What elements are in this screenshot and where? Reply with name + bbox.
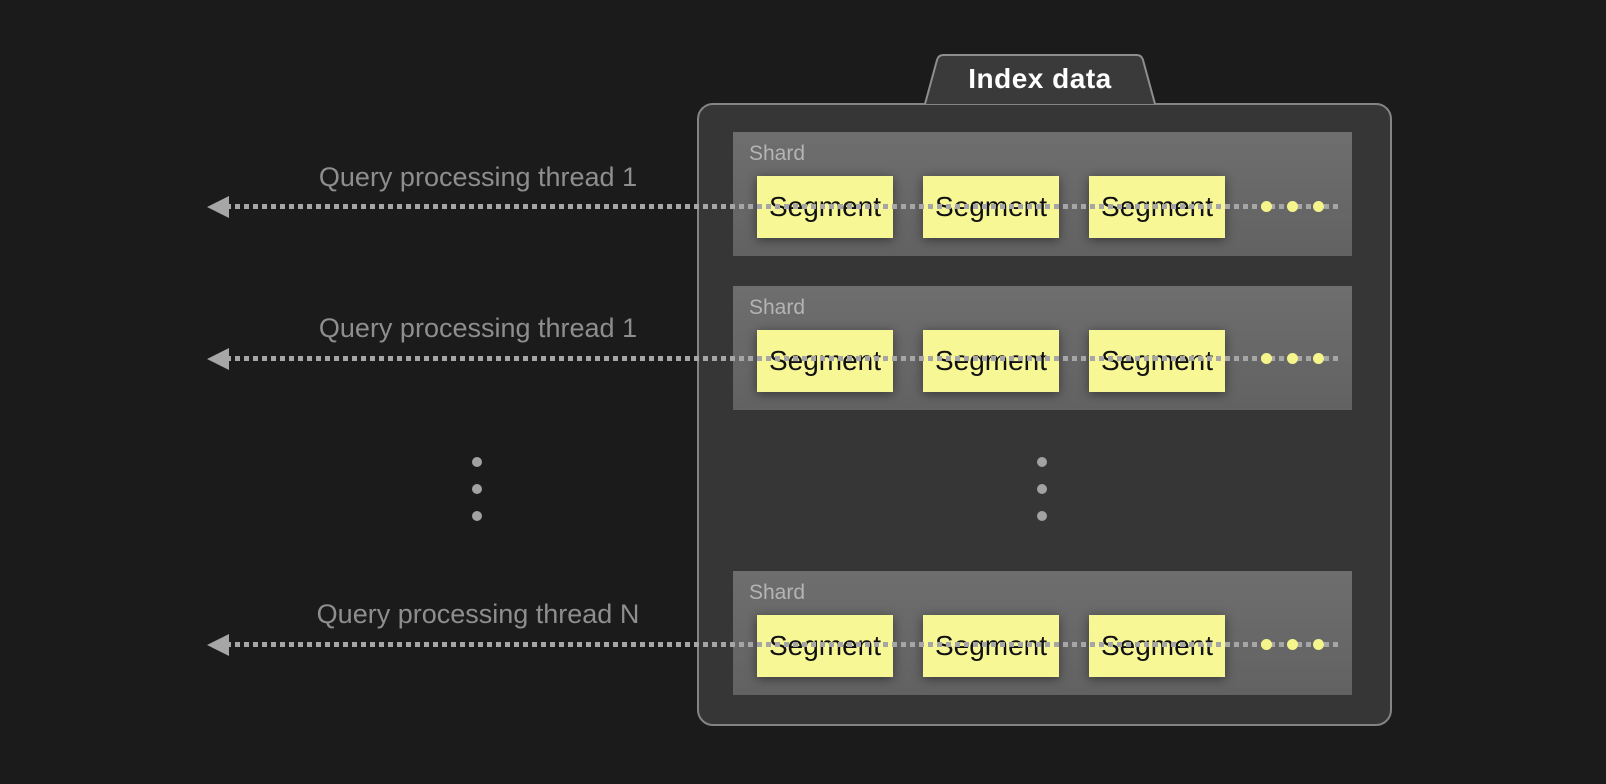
left-arrowhead-icon [207,348,229,370]
segment-box: Segment [923,330,1059,392]
query-thread-label-3: Query processing thread N [316,599,640,629]
left-arrowhead-icon [207,196,229,218]
left-arrowhead-icon [207,634,229,656]
segment-box: Segment [1089,330,1225,392]
segment-box: Segment [757,330,893,392]
shard-label: Shard [749,296,806,319]
more-segments-ellipsis-icon [1261,353,1324,364]
more-segments-ellipsis-icon [1261,201,1324,212]
shard-row-2: Shard Segment Segment Segment [733,286,1352,410]
index-data-title: Index data [968,63,1112,94]
shard-label: Shard [749,581,806,604]
shard-row-3: Shard Segment Segment Segment [733,571,1352,695]
more-shards-ellipsis-icon [1037,457,1047,521]
query-thread-arrow-line-3 [226,642,1342,647]
shard-row-1: Shard Segment Segment Segment [733,132,1352,256]
more-segments-ellipsis-icon [1261,639,1324,650]
more-threads-ellipsis-icon [472,457,482,521]
shard-label: Shard [749,142,806,165]
query-thread-arrow-line-2 [226,356,1342,361]
query-thread-arrow-line-1 [226,204,1342,209]
query-thread-label-1: Query processing thread 1 [318,162,638,192]
index-data-tab-shape [924,54,1156,104]
query-thread-label-2: Query processing thread 1 [318,313,638,343]
